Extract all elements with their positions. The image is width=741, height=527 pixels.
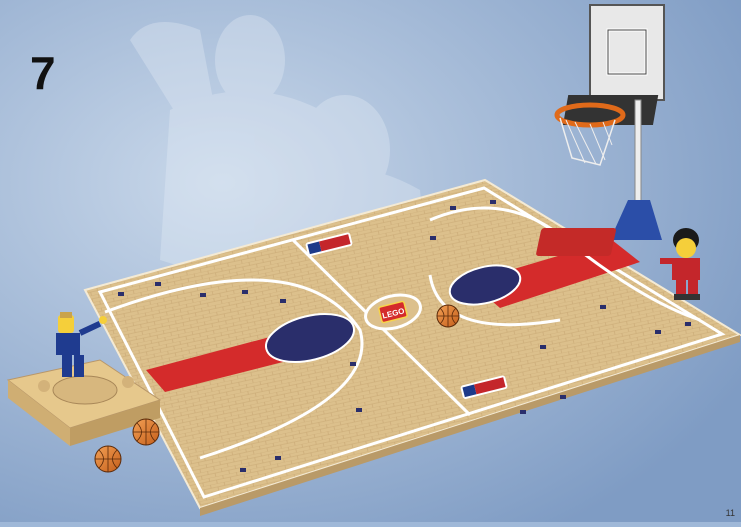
page-number: 11 [726,508,735,518]
step-number: 7 [30,50,56,96]
basketball-icon [95,446,121,472]
basketball-icon [437,305,459,327]
basketball-icon [133,419,159,445]
